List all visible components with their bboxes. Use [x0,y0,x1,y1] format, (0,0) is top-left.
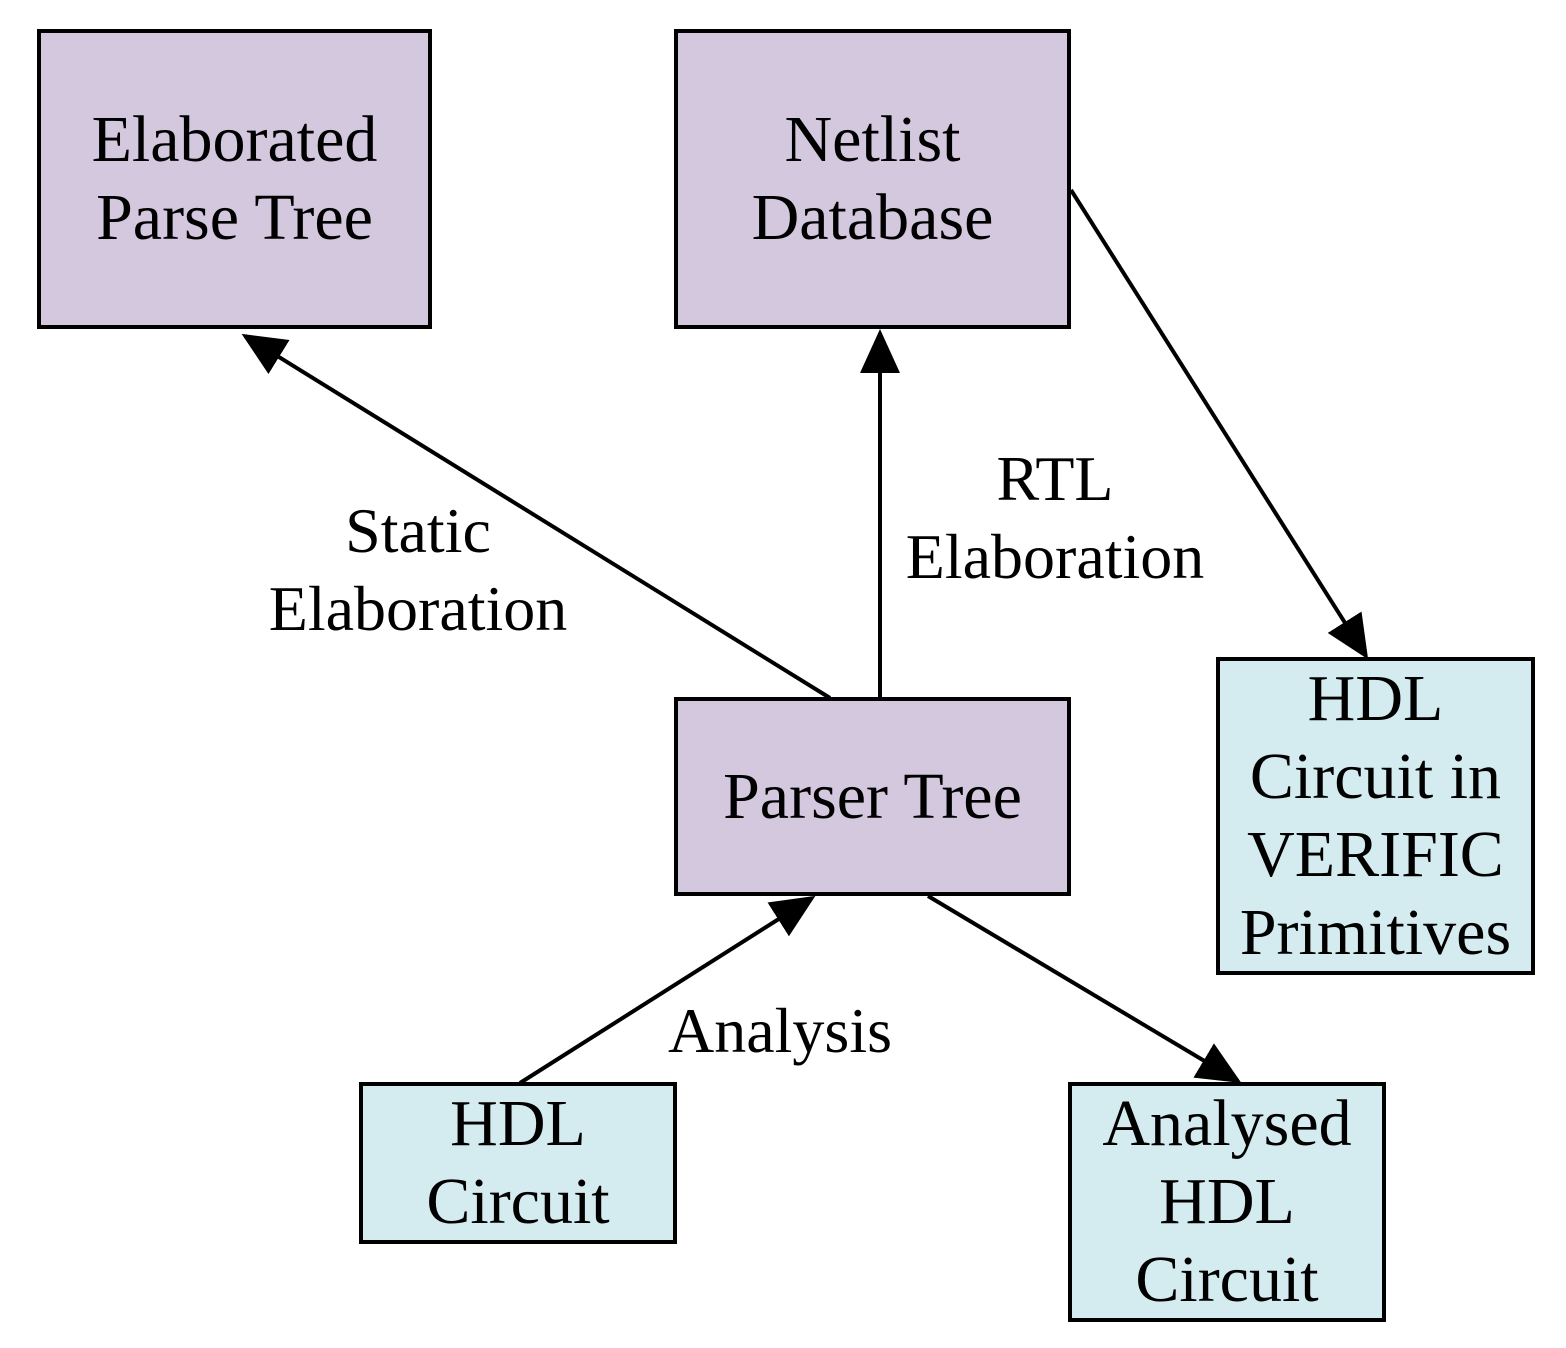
parser-tree-node: Parser Tree [674,697,1071,896]
elaborated-parse-tree-label: Elaborated Parse Tree [91,103,378,254]
static-elaboration-label: Static Elaboration [268,495,568,644]
elaborated-parse-tree-node: Elaborated Parse Tree [37,29,432,329]
parser-to-analysed-arrow [926,894,1242,1084]
parser-tree-label: Parser Tree [723,759,1022,833]
analysis-label: Analysis [668,995,892,1066]
verific-primitives-label: HDL Circuit in VERIFIC Primitives [1239,662,1512,969]
hdl-circuit-label: HDL Circuit [426,1087,610,1238]
netlist-database-node: Netlist Database [674,29,1071,329]
rtl-elaboration-label: RTL Elaboration [905,443,1205,592]
static-elaboration-arrow [241,333,832,700]
analysed-hdl-circuit-node: Analysed HDL Circuit [1068,1082,1386,1322]
analysis-arrow [518,895,816,1085]
hdl-circuit-node: HDL Circuit [359,1082,677,1244]
analysed-hdl-circuit-label: Analysed HDL Circuit [1102,1087,1352,1316]
netlist-database-label: Netlist Database [751,103,994,254]
verific-primitives-node: HDL Circuit in VERIFIC Primitives [1216,657,1535,975]
netlist-to-verific-arrow [1069,188,1369,660]
